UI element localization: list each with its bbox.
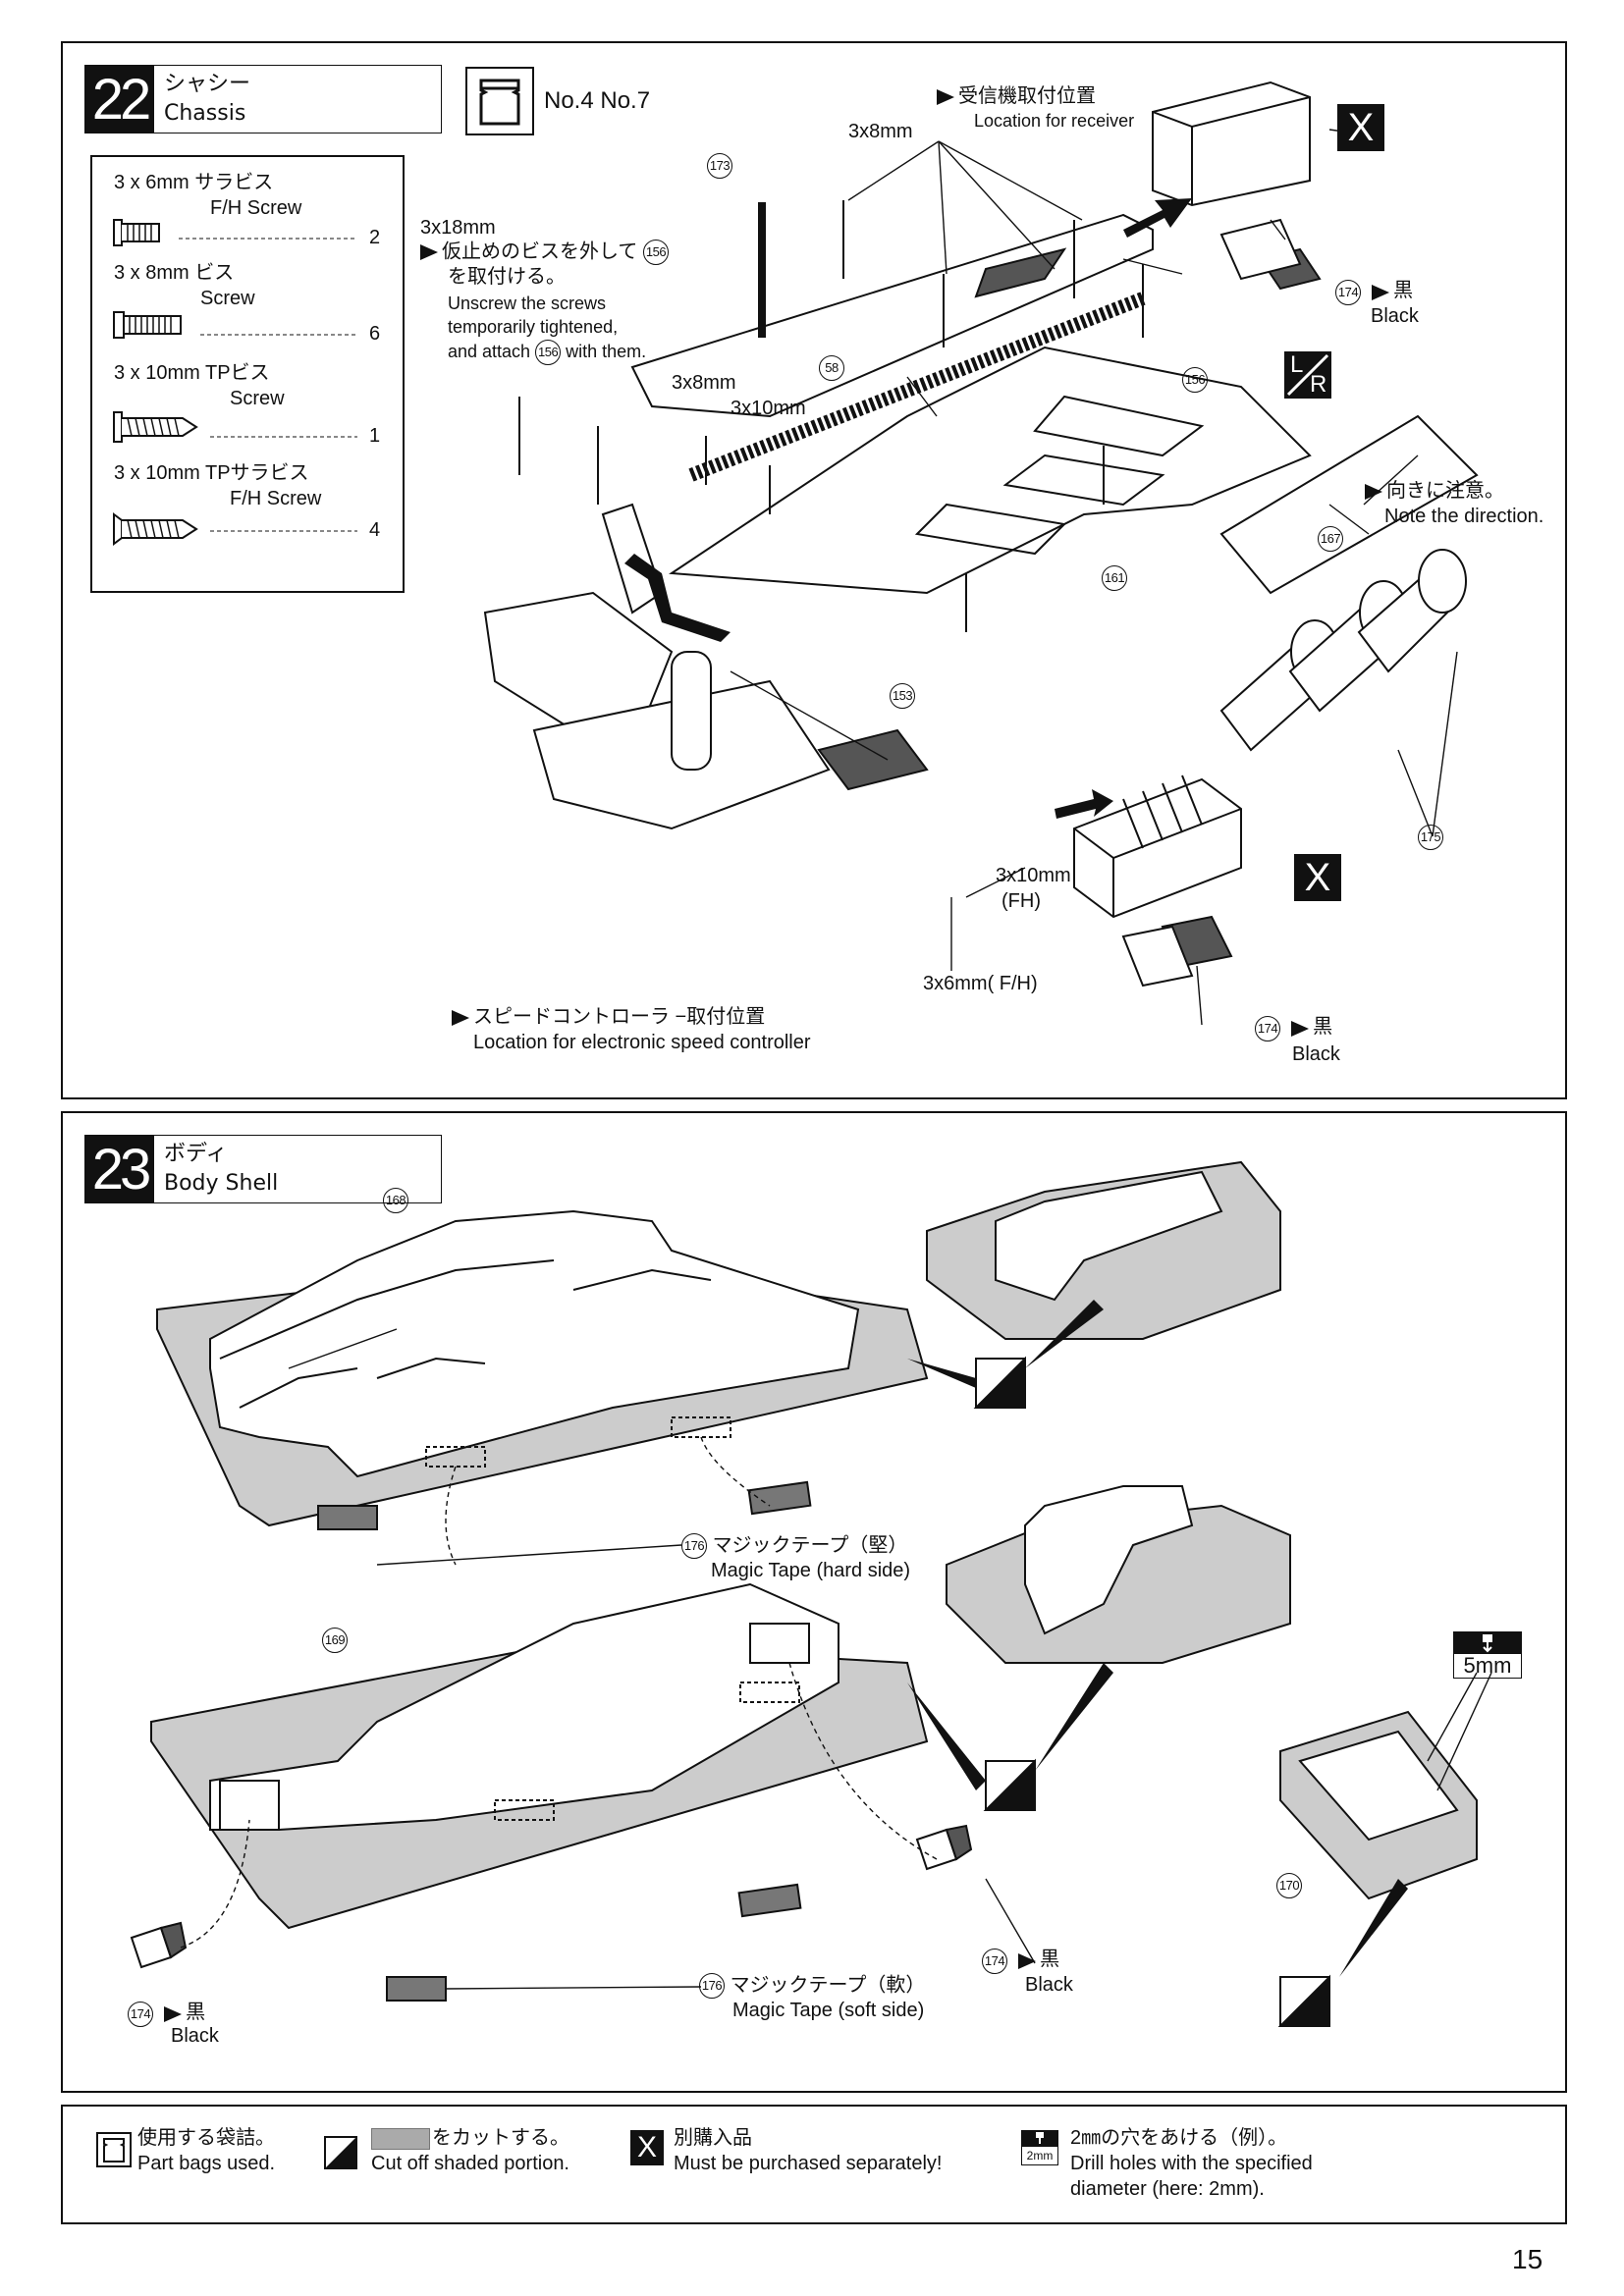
label-black-bottom: Black	[1292, 1043, 1340, 1065]
label-unscrew-jp-1: 仮止めのビスを外して 156	[420, 240, 669, 265]
purchase-separately-mark-esc: X	[1294, 854, 1341, 901]
label-unscrew-en-2: temporarily tightened,	[448, 317, 619, 337]
part-173-callout: 173	[707, 153, 732, 179]
step22-number: 22	[85, 66, 154, 133]
part-bag-icon	[96, 2132, 132, 2167]
part-153-callout: 153	[890, 683, 915, 709]
label-hard-side-en: Magic Tape (hard side)	[711, 1560, 911, 1581]
bag-numbers: No.4 No.7	[544, 87, 651, 114]
label-unscrew-en-3: and attach 156 with them.	[448, 340, 646, 365]
purchase-separately-mark: X	[1337, 104, 1384, 151]
step23-header: 23 ボディ Body Shell	[84, 1135, 442, 1203]
label-black-right: Black	[1025, 1974, 1073, 1996]
drill-hole-icon-2mm: 2mm	[1021, 2130, 1058, 2165]
part-58-callout: 58	[819, 355, 844, 381]
flathead-screw-icon	[113, 219, 160, 246]
screw-icon	[113, 311, 182, 339]
label-direction-jp: 向きに注意。	[1365, 479, 1504, 504]
part-174-callout-left: 174 黒	[128, 2001, 205, 2027]
label-3x10-fh-1: 3x10mm	[996, 865, 1071, 886]
screw-sub: Screw	[230, 388, 285, 409]
screw-sub: Screw	[200, 288, 255, 309]
legend-purchase-jp: 別購入品	[674, 2127, 752, 2149]
screw-qty: 1	[369, 425, 381, 447]
screw-row: 3 x 8mm ビス Screw 6	[92, 259, 403, 361]
label-receiver-jp: 受信機取付位置	[937, 84, 1096, 109]
step22-panel: 22 シャシー Chassis No.4 No.7 3 x 6mm サラビス F…	[61, 41, 1567, 1099]
label-unscrew-jp-2: を取付ける。	[448, 266, 566, 288]
screw-qty: 6	[369, 323, 381, 345]
screw-sub: F/H Screw	[210, 197, 302, 219]
label-black-top: Black	[1371, 305, 1419, 327]
left-right-icon: L R	[1284, 351, 1331, 399]
label-3x10: 3x10mm	[731, 398, 806, 419]
screw-name: 3 x 6mm サラビス	[114, 172, 274, 193]
part-169-callout: 169	[322, 1628, 348, 1653]
label-3x8-left: 3x8mm	[672, 372, 736, 394]
chassis-illustration	[483, 80, 1479, 1026]
flathead-tapping-screw-icon	[113, 512, 198, 546]
legend-cut-en: Cut off shaded portion.	[371, 2153, 569, 2174]
screw-name: 3 x 8mm ビス	[114, 262, 235, 284]
legend-bags-jp: 使用する袋詰。	[137, 2127, 275, 2149]
label-black-left: Black	[171, 2025, 219, 2047]
screw-row: 3 x 10mm TPビス Screw 1	[92, 359, 403, 461]
legend-drill-en-2: diameter (here: 2mm).	[1070, 2178, 1265, 2200]
part-175-callout: 175	[1418, 825, 1443, 850]
label-soft-side-en: Magic Tape (soft side)	[732, 2000, 925, 2021]
step23-title-en: Body Shell	[164, 1171, 279, 1196]
label-esc-jp: スピードコントローラ −取付位置	[452, 1005, 765, 1030]
drill-hole-icon-5mm: 5mm	[1453, 1631, 1522, 1679]
legend-bags-en: Part bags used.	[137, 2153, 276, 2174]
screw-row: 3 x 10mm TPサラビス F/H Screw 4	[92, 459, 403, 587]
label-3x8-top: 3x8mm	[848, 121, 913, 142]
label-3x6-fh: 3x6mm( F/H)	[923, 973, 1038, 994]
part-170-callout: 170	[1276, 1873, 1302, 1898]
legend-cut-jp: をカットする。	[432, 2127, 569, 2149]
step23-panel: 23 ボディ Body Shell	[61, 1111, 1567, 2093]
label-direction-en: Note the direction.	[1384, 506, 1544, 527]
part-174-callout-bottom: 174 黒	[1255, 1015, 1332, 1041]
label-hard-side-jp: 176 マジックテープ（堅）	[681, 1533, 907, 1559]
tapping-screw-icon	[113, 411, 198, 443]
step22-title-en: Chassis	[164, 101, 246, 126]
page-number: 15	[1512, 2244, 1543, 2274]
part-161-callout: 161	[1102, 565, 1127, 591]
part-167-callout: 167	[1318, 526, 1343, 552]
label-3x10-fh-2: (FH)	[1001, 890, 1041, 912]
legend-drill-en-1: Drill holes with the specified	[1070, 2153, 1313, 2174]
screw-qty: 4	[369, 519, 381, 541]
legend-purchase-en: Must be purchased separately!	[674, 2153, 943, 2174]
label-unscrew-en-1: Unscrew the screws	[448, 294, 607, 313]
part-156-callout: 156	[1182, 367, 1208, 393]
body-shell-illustration	[130, 1160, 1492, 2027]
step22-header: 22 シャシー Chassis	[84, 65, 442, 133]
part-bag-icon	[465, 67, 534, 135]
screw-name: 3 x 10mm TPビス	[114, 362, 270, 384]
screw-row: 3 x 6mm サラビス F/H Screw 2	[92, 157, 403, 259]
cut-off-icon	[324, 2136, 357, 2169]
screw-name: 3 x 10mm TPサラビス	[114, 462, 309, 484]
legend-panel: 使用する袋詰。 Part bags used. をカットする。 Cut off …	[61, 2105, 1567, 2224]
label-receiver-en: Location for receiver	[974, 111, 1135, 131]
screw-table: 3 x 6mm サラビス F/H Screw 2 3 x 8mm ビス Scre…	[90, 155, 405, 593]
shaded-sample	[371, 2128, 430, 2150]
label-esc-en: Location for electronic speed controller	[473, 1032, 811, 1053]
step22-title-jp: シャシー	[164, 72, 251, 96]
step23-number: 23	[85, 1136, 154, 1202]
screw-sub: F/H Screw	[230, 488, 322, 509]
part-174-callout-right: 174 黒	[982, 1948, 1059, 1974]
screw-qty: 2	[369, 227, 381, 248]
step23-title-jp: ボディ	[164, 1142, 228, 1166]
part-174-callout-top: 174 黒	[1335, 279, 1413, 305]
part-168-callout: 168	[383, 1188, 408, 1213]
legend-drill-jp: 2㎜の穴をあける（例）。	[1070, 2127, 1288, 2149]
label-3x18: 3x18mm	[420, 217, 496, 239]
label-soft-side-jp: 176 マジックテープ（軟）	[699, 1973, 925, 1999]
purchase-separately-icon: X	[630, 2130, 664, 2165]
